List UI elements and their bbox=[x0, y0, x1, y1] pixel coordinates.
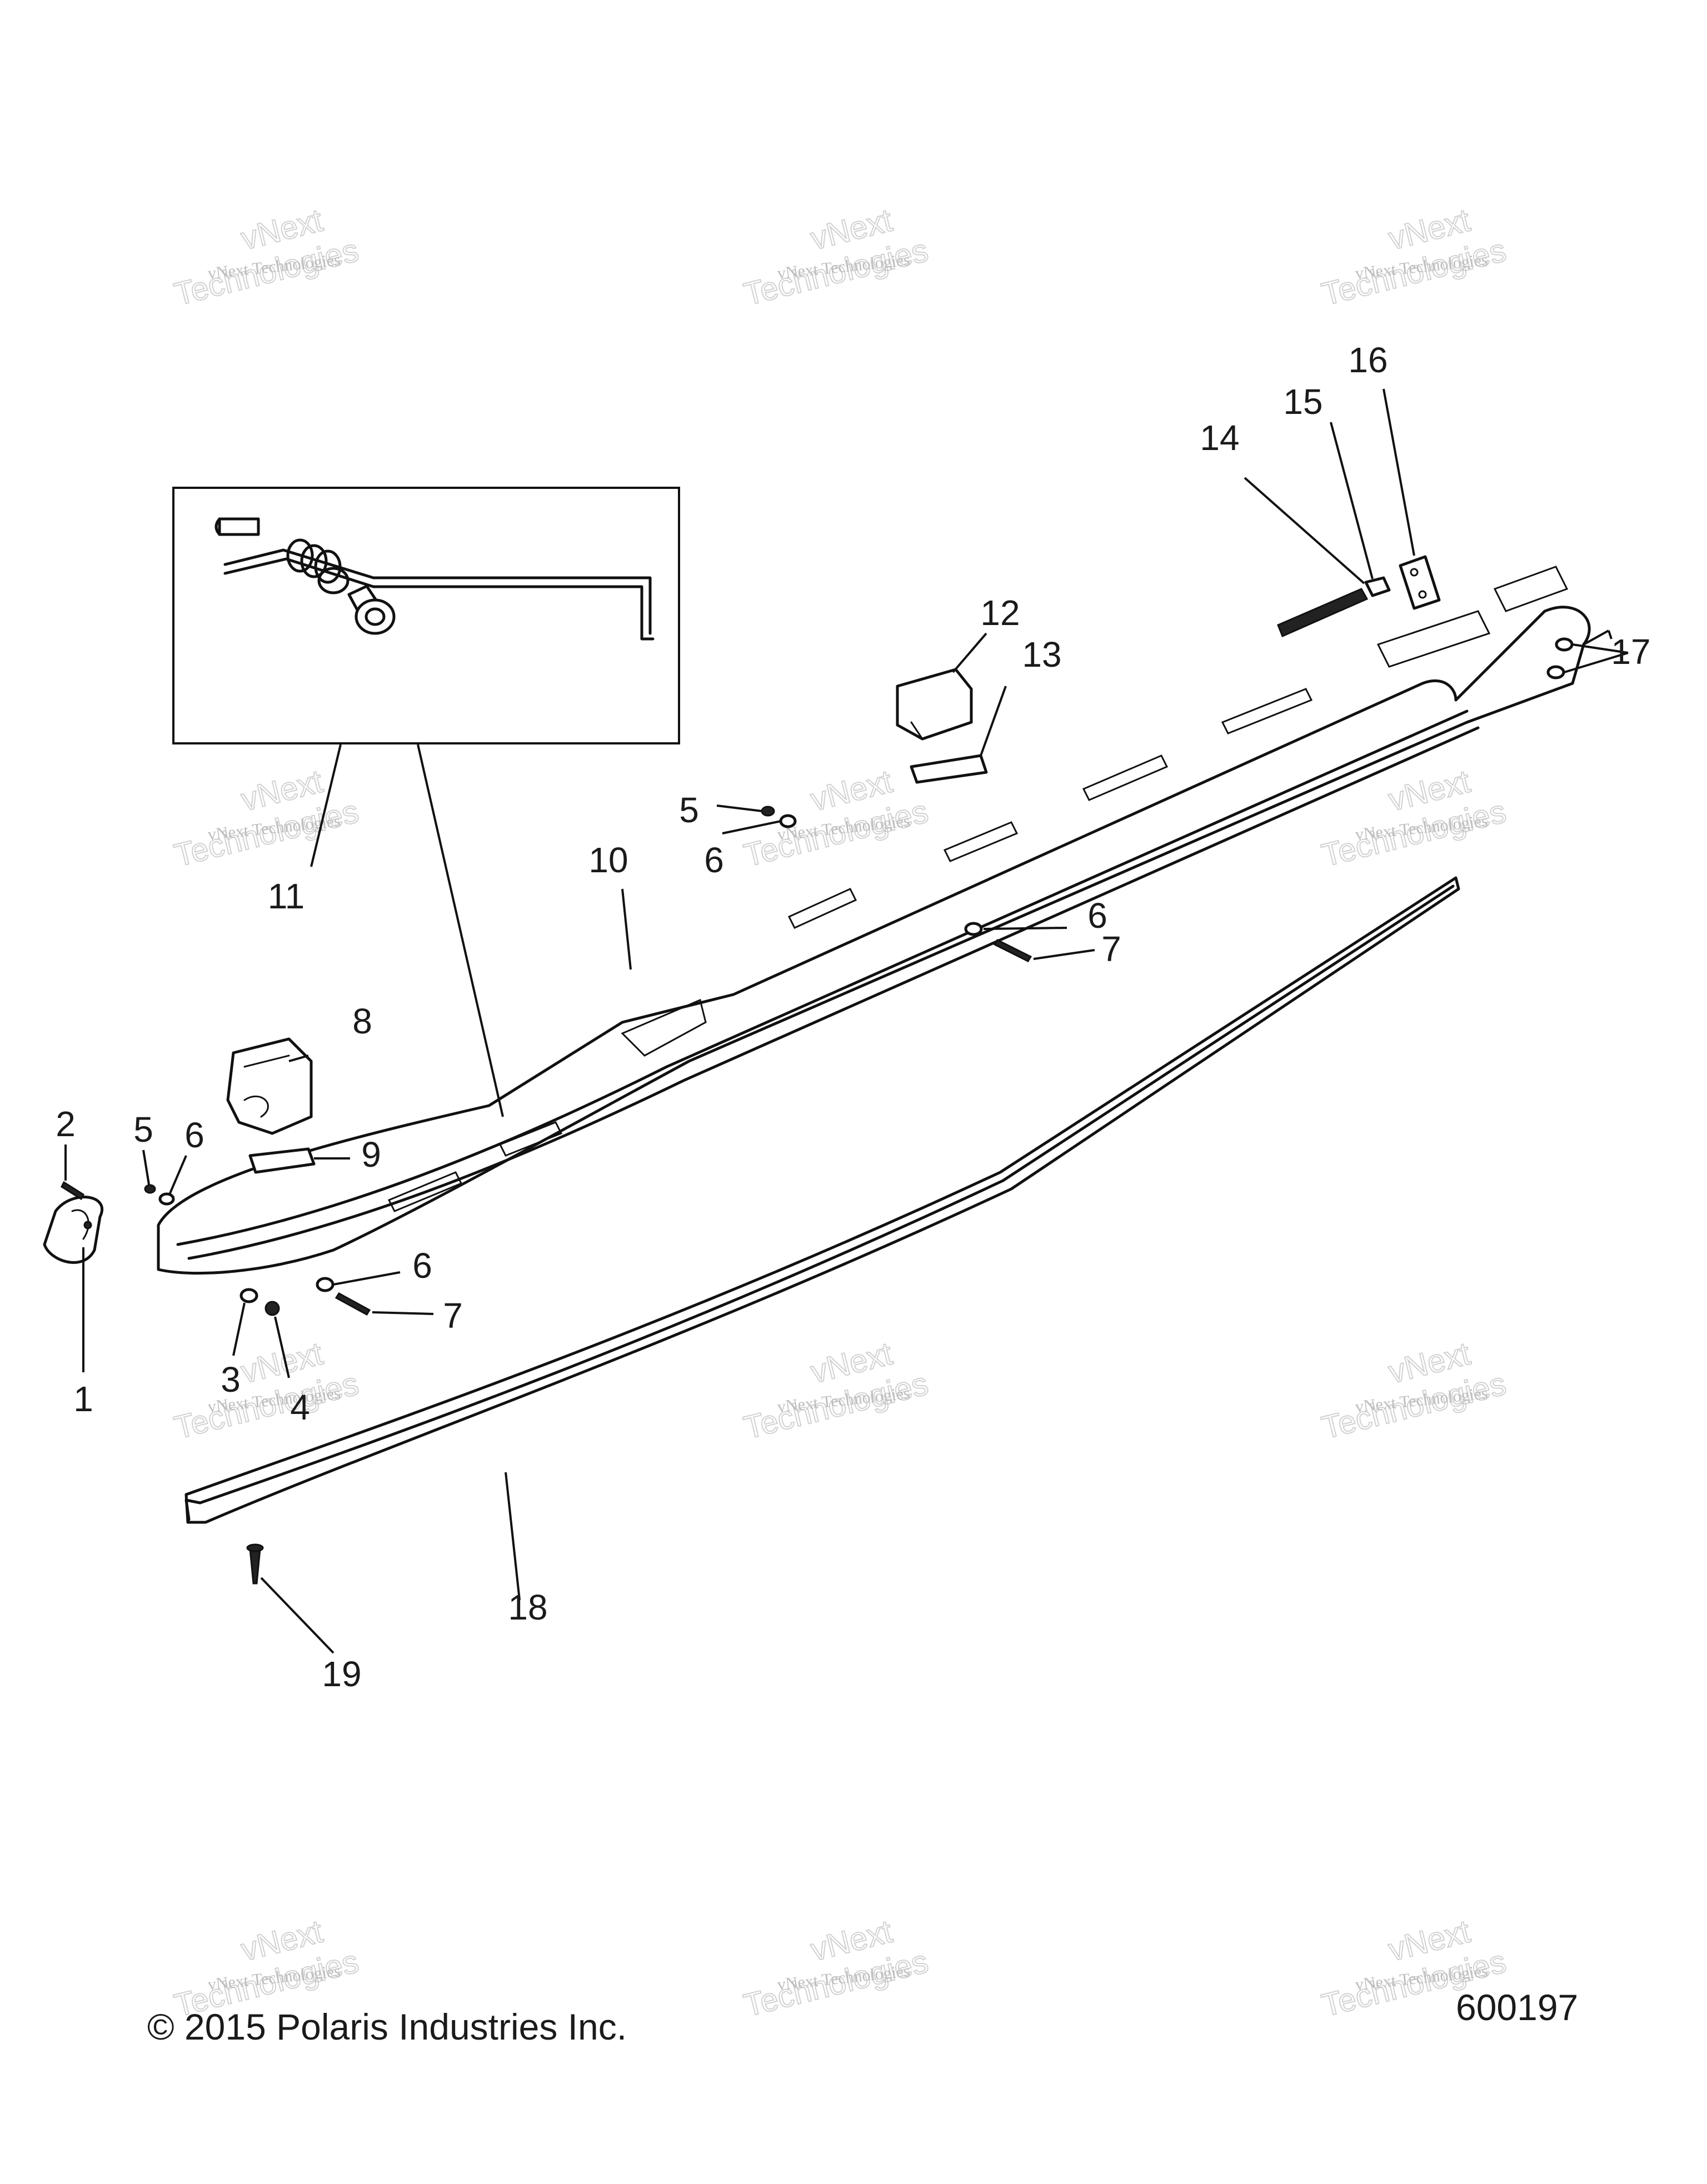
bracket-part-16 bbox=[1399, 555, 1441, 610]
callout-4: 4 bbox=[290, 1387, 310, 1427]
insert-part-9 bbox=[248, 1147, 316, 1174]
bumper-part-1 bbox=[43, 1196, 103, 1264]
leader-lines bbox=[64, 388, 1629, 1654]
callout-6a: 6 bbox=[184, 1115, 204, 1155]
callout-5b: 5 bbox=[679, 790, 699, 830]
ski-part-18 bbox=[184, 876, 1460, 1524]
callout-9: 9 bbox=[361, 1135, 381, 1175]
nut-part-15 bbox=[1364, 576, 1391, 597]
callout-6d: 6 bbox=[1087, 896, 1107, 936]
callouts: 1 2 3 4 5 5 6 6 6 6 7 7 8 9 10 11 12 13 … bbox=[56, 340, 1650, 1694]
hardware bbox=[61, 806, 1032, 1585]
copyright-text: © 2015 Polaris Industries Inc. bbox=[147, 2006, 627, 2047]
callout-2: 2 bbox=[56, 1104, 76, 1144]
insert-part-13 bbox=[910, 754, 988, 784]
callout-6b: 6 bbox=[412, 1246, 432, 1286]
drawing-number: 600197 bbox=[1456, 1987, 1579, 2028]
block-part-8 bbox=[226, 1037, 313, 1135]
callout-7b: 7 bbox=[1101, 929, 1121, 969]
inset-box-part-11 bbox=[172, 487, 680, 744]
callout-8: 8 bbox=[352, 1001, 372, 1041]
callout-7a: 7 bbox=[443, 1296, 463, 1336]
callout-6c: 6 bbox=[704, 840, 724, 880]
callout-5a: 5 bbox=[133, 1110, 153, 1150]
callout-11: 11 bbox=[268, 876, 305, 916]
callout-16: 16 bbox=[1348, 340, 1387, 380]
block-part-12 bbox=[896, 668, 973, 741]
spring-rod-assembly bbox=[214, 517, 655, 641]
callout-14: 14 bbox=[1200, 418, 1239, 458]
callout-10: 10 bbox=[588, 840, 628, 880]
rail-part-10 bbox=[157, 566, 1591, 1275]
callout-1: 1 bbox=[73, 1379, 93, 1419]
callout-13: 13 bbox=[1022, 634, 1061, 674]
callout-12: 12 bbox=[980, 593, 1020, 633]
callout-15: 15 bbox=[1283, 382, 1322, 422]
callout-17: 17 bbox=[1611, 632, 1650, 672]
callout-18: 18 bbox=[508, 1587, 547, 1627]
callout-19: 19 bbox=[322, 1654, 361, 1694]
rivets-part-17 bbox=[1546, 637, 1574, 679]
callout-3: 3 bbox=[221, 1360, 241, 1400]
rod-part-14 bbox=[1277, 588, 1369, 637]
